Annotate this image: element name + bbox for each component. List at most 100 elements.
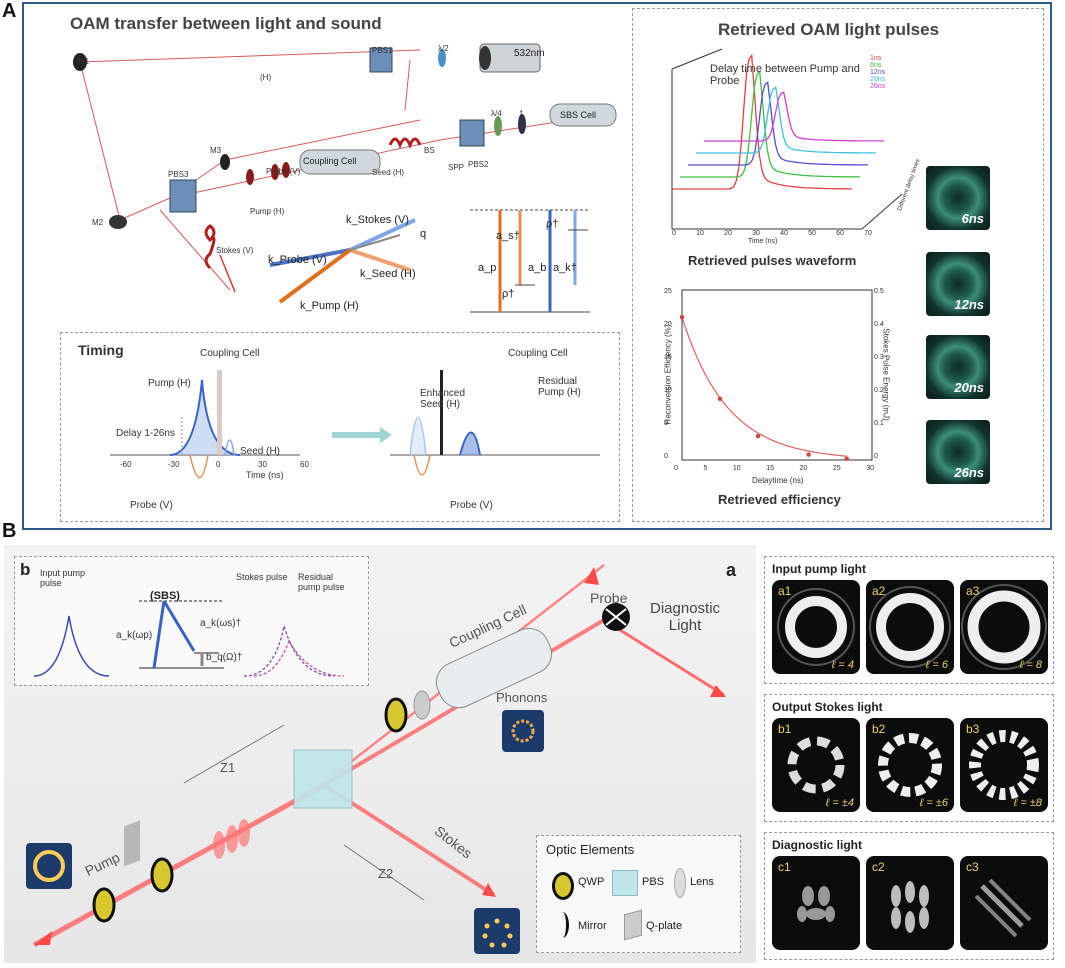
label-lens-f: f	[520, 109, 523, 118]
optical-setup-diagram	[73, 43, 617, 313]
inset-b-diagram	[33, 600, 345, 677]
output-b2-l: ℓ = ±6	[919, 797, 948, 809]
label-h: (H)	[260, 73, 272, 82]
beam-image-26ns: 26ns	[926, 420, 990, 484]
label-laser: 532nm	[514, 48, 545, 59]
eff-ytick-5: 25	[664, 288, 672, 295]
eff-ytick-0: 0	[664, 453, 668, 460]
timing-tick-4: 60	[300, 460, 309, 469]
beam-image-20ns: 20ns	[926, 335, 990, 399]
label-m1: M1	[78, 57, 90, 66]
timing-tick-0: -60	[120, 460, 132, 469]
optic-lens: Lens	[690, 876, 714, 888]
label-bs: BS	[424, 146, 435, 155]
waveform-xticks: 0 10 20 30 40 50 60 70	[672, 230, 872, 237]
waveform-series-20ns	[696, 86, 876, 154]
diagnostic-image-c3: c3	[960, 856, 1048, 950]
diagnostic-title: Diagnostic light	[772, 838, 862, 852]
eff-ytick-2: 10	[664, 387, 672, 394]
label-pbs2: PBS2	[468, 160, 489, 169]
coupling-cell-shape	[299, 149, 381, 175]
optic-qwp: QWP	[578, 876, 605, 888]
timing-tick-2: 0	[216, 460, 221, 469]
legend-26ns: 26ns	[870, 83, 886, 90]
timing-seed-h: Seed (H)	[240, 446, 281, 457]
output-b2-id: b2	[872, 722, 886, 736]
diagnostic-image-c2: c2	[866, 856, 954, 950]
wf-xtick-5: 50	[808, 230, 816, 237]
label-coupling-cell: Coupling Cell	[303, 156, 357, 166]
eff-xtick-1: 5	[703, 465, 708, 472]
efficiency-caption: Retrieved efficiency	[718, 492, 841, 507]
coupling-cell-shape	[435, 627, 553, 709]
input-a3-id: a3	[966, 584, 980, 598]
waveform-xlabel: Time (ns)	[748, 238, 778, 245]
optic-elements-title: Optic Elements	[546, 842, 635, 857]
eff-ytick-1: 5	[664, 420, 668, 427]
eff-y2tick-3: 0.3	[874, 354, 884, 361]
eff-yticks: 0 5 10 15 20 25	[664, 288, 672, 460]
input-image-a3: a3 ℓ = 8	[960, 580, 1048, 674]
inset-b-box	[14, 556, 369, 686]
wf-xtick-2: 20	[724, 230, 732, 237]
efficiency-fit-line	[681, 317, 847, 457]
eff-y2tick-2: 0.2	[874, 387, 884, 394]
label-pbs3: PBS3	[168, 170, 189, 179]
label-k-seed: k_Seed (H)	[360, 268, 416, 280]
mirror-m2-shape	[109, 215, 127, 229]
panel-b-sub-a: a	[726, 560, 737, 580]
timing-probe-left: Probe (V)	[130, 500, 173, 511]
timing-probe-right: Probe (V)	[450, 500, 493, 511]
waveform-chart	[671, 48, 903, 230]
label-phonons: Phonons	[496, 690, 548, 705]
timing-coupling-right: Coupling Cell	[508, 348, 568, 359]
label-rho2: ρ†	[546, 218, 559, 230]
pbs-icon	[612, 870, 638, 896]
waveform-series-1ns	[672, 53, 852, 190]
retrieved-title: Retrieved OAM light pulses	[718, 20, 940, 39]
oam-title: OAM transfer between light and sound	[70, 14, 382, 33]
output-b1-l: ℓ = ±4	[825, 797, 854, 809]
waveform-legend: 1ns 6ns 12ns 20ns 26ns	[870, 55, 885, 90]
beam-label-6ns: 6ns	[961, 211, 984, 226]
sbs-cell-shape	[549, 103, 617, 127]
output-b3-l: ℓ = ±8	[1013, 797, 1042, 809]
waveform-series-12ns	[688, 81, 868, 166]
wf-xtick-7: 70	[864, 230, 872, 237]
eff-xtick-3: 15	[766, 465, 774, 472]
optic-mirror: Mirror	[578, 920, 607, 932]
pbs3-shape	[169, 179, 197, 213]
beam-label-12ns: 12ns	[954, 297, 984, 312]
wf-xtick-0: 0	[672, 230, 676, 237]
timing-box	[60, 332, 620, 522]
timing-residual-pump: Residual Pump (H)	[538, 376, 581, 398]
eff-xtick-2: 10	[732, 465, 741, 472]
label-z2: Z2	[378, 866, 394, 881]
label-k-pump: k_Pump (H)	[300, 300, 359, 312]
label-rho1: ρ†	[502, 288, 515, 300]
label-m3: M3	[210, 146, 222, 155]
output-image-b2: b2 ℓ = ±6	[866, 718, 954, 812]
legend-1ns: 1ns	[870, 55, 882, 62]
label-k-probe: k_Probe (V)	[268, 254, 327, 266]
inset-residual-pump: Residual pump pulse	[298, 572, 345, 592]
eff-xlabel: Delaytime (ns)	[752, 476, 804, 485]
wf-xtick-1: 10	[696, 230, 704, 237]
optic-pbs: PBS	[642, 876, 665, 888]
label-ap: a_p	[478, 262, 497, 274]
inset-a-k-ws: a_k(ωs)†	[200, 618, 242, 629]
pbs1-shape	[369, 47, 393, 73]
timing-xaxis-label: Time (ns)	[246, 470, 284, 480]
pbs2-shape	[459, 119, 485, 147]
inset-a-k-wp: a_k(ωp)	[116, 630, 153, 641]
inset-stokes-pulse: Stokes pulse	[236, 572, 288, 582]
diagnostic-c2-id: c2	[872, 860, 885, 874]
diagnostic-c1-id: c1	[778, 860, 791, 874]
legend-6ns: 6ns	[870, 62, 882, 69]
wf-xtick-3: 30	[752, 230, 760, 237]
label-q: q	[420, 228, 427, 240]
label-probe-v: Probe (V)	[266, 167, 301, 176]
eff-y2tick-0: 0	[874, 453, 878, 460]
efficiency-point-4	[844, 456, 849, 461]
output-b1-id: b1	[778, 722, 792, 736]
